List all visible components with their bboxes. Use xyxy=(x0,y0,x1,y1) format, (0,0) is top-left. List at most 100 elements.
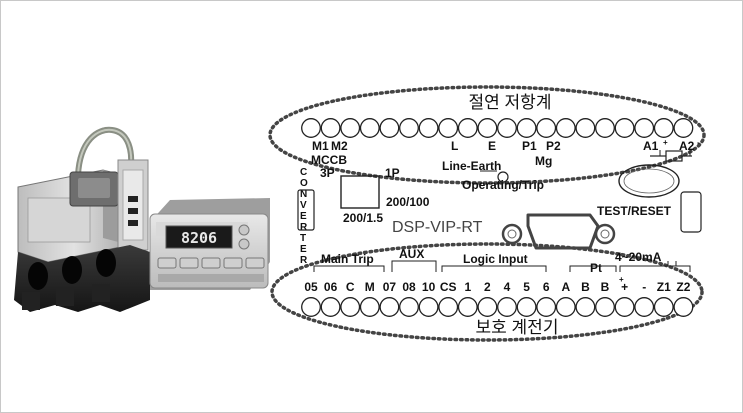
right-port xyxy=(680,191,702,233)
bottom-terminal-label: 08 xyxy=(402,280,416,294)
converter-letter: E xyxy=(300,211,307,222)
top-terminal-16 xyxy=(595,118,615,138)
lcd-display xyxy=(165,225,233,249)
converter-letter: C xyxy=(300,167,307,178)
bottom-terminal-3 xyxy=(340,297,361,317)
label-a1: A1 xyxy=(643,139,659,153)
label-200-1-5: 200/1.5 xyxy=(343,211,383,225)
label-a2: A2 xyxy=(679,139,695,153)
bottom-terminal-10 xyxy=(477,297,498,317)
bottom-terminal-label: 6 xyxy=(543,280,550,294)
bottom-terminal-5 xyxy=(379,297,400,317)
top-terminal-13 xyxy=(536,118,557,138)
converter-letter: V xyxy=(300,200,307,211)
top-terminal-9 xyxy=(457,118,478,138)
converter-letter: E xyxy=(300,244,307,255)
bottom-terminal-4 xyxy=(359,297,380,317)
label-p2: P2 xyxy=(546,139,561,153)
protection-relay-title: 보호 계전기 xyxy=(476,318,559,337)
label-e: E xyxy=(488,139,496,153)
bottom-terminal-2 xyxy=(320,297,341,317)
bottom-terminal-label: + xyxy=(621,280,628,294)
bottom-terminal-label: 2 xyxy=(484,280,491,294)
model-name: DSP-VIP-RT xyxy=(392,219,483,236)
label-line-earth: Line-Earth xyxy=(442,159,501,173)
bottom-terminal-label: C xyxy=(346,280,355,294)
insulation-tester-title: 절연 저항계 xyxy=(469,93,552,112)
bottom-terminal-8 xyxy=(438,297,459,317)
top-terminal-2 xyxy=(320,118,341,138)
top-terminal-4 xyxy=(359,118,380,138)
bottom-terminal-label: 5 xyxy=(523,280,530,294)
device-photo: 8206 xyxy=(14,126,270,312)
bottom-terminal-6 xyxy=(399,297,419,317)
top-terminal-1 xyxy=(301,118,321,138)
mccb-switch xyxy=(340,175,380,209)
bottom-terminal-label: 05 xyxy=(304,280,318,294)
converter-letter: O xyxy=(300,178,308,189)
bottom-terminal-11 xyxy=(497,297,517,317)
label-m1: M1 xyxy=(312,139,329,153)
top-terminal-15 xyxy=(575,118,596,138)
top-terminal-3 xyxy=(340,118,361,138)
bottom-terminal-label: A xyxy=(561,280,570,294)
top-terminal-5 xyxy=(379,118,400,138)
converter-letter: R xyxy=(300,255,308,266)
bottom-terminal-12 xyxy=(516,297,537,317)
label-a1-sup: + xyxy=(663,138,668,147)
label-operating-trip: Operating/Trip xyxy=(462,178,544,192)
bottom-terminal-label: 07 xyxy=(383,280,397,294)
label-200-100: 200/100 xyxy=(386,195,430,209)
bottom-terminal-19 xyxy=(653,297,674,317)
bottom-terminal-16 xyxy=(595,297,615,317)
bottom-terminal-label: 06 xyxy=(324,280,338,294)
top-terminal-7 xyxy=(418,118,439,138)
label-m2: M2 xyxy=(331,139,348,153)
label-1p: 1P xyxy=(385,166,400,180)
top-terminal-14 xyxy=(555,118,576,138)
operating-trip-led xyxy=(497,171,509,183)
bottom-terminal-label: Z2 xyxy=(676,280,690,294)
label-p1: P1 xyxy=(522,139,537,153)
bottom-terminal-label: - xyxy=(642,280,646,294)
top-terminal-20 xyxy=(673,118,694,138)
label-a2-sup: - xyxy=(697,138,700,147)
bottom-terminal-7 xyxy=(418,297,439,317)
top-terminal-11 xyxy=(497,118,517,138)
top-terminal-19 xyxy=(653,118,674,138)
label-logic-input: Logic Input xyxy=(463,252,528,266)
label-current-range: 4~20mA xyxy=(615,250,662,264)
bottom-terminal-15 xyxy=(575,297,596,317)
bottom-terminal-label: Z1 xyxy=(657,280,671,294)
top-terminal-8 xyxy=(438,118,459,138)
bottom-terminal-18 xyxy=(634,297,655,317)
bottom-terminal-row xyxy=(301,297,694,317)
label-test-reset: TEST/RESET xyxy=(597,204,672,218)
bottom-terminal-label: B xyxy=(581,280,590,294)
top-terminal-6 xyxy=(399,118,419,138)
bottom-terminal-label: 10 xyxy=(422,280,436,294)
insulation-tester-ellipse xyxy=(268,85,706,185)
protection-relay-ellipse xyxy=(270,242,704,342)
top-terminal-18 xyxy=(634,118,655,138)
top-terminal-17 xyxy=(614,118,635,138)
dsub-connector xyxy=(501,213,616,250)
converter-letter: N xyxy=(300,189,307,200)
label-main-trip: Main Trip xyxy=(321,252,374,266)
bottom-terminal-17 xyxy=(614,297,635,317)
bottom-terminal-label: 4 xyxy=(504,280,511,294)
label-mccb: MCCB xyxy=(311,153,347,167)
relay-unit xyxy=(14,126,150,312)
label-mg: Mg xyxy=(535,154,552,168)
test-reset-button[interactable] xyxy=(618,164,680,198)
label-b-sup: + xyxy=(619,275,624,284)
label-aux: AUX xyxy=(399,247,424,261)
bottom-terminal-20 xyxy=(673,297,694,317)
bottom-terminal-1 xyxy=(301,297,321,317)
converter-port xyxy=(297,189,315,231)
bottom-terminal-label: 1 xyxy=(464,280,471,294)
bottom-terminal-label: B xyxy=(601,280,610,294)
label-pt: Pt xyxy=(590,261,602,275)
